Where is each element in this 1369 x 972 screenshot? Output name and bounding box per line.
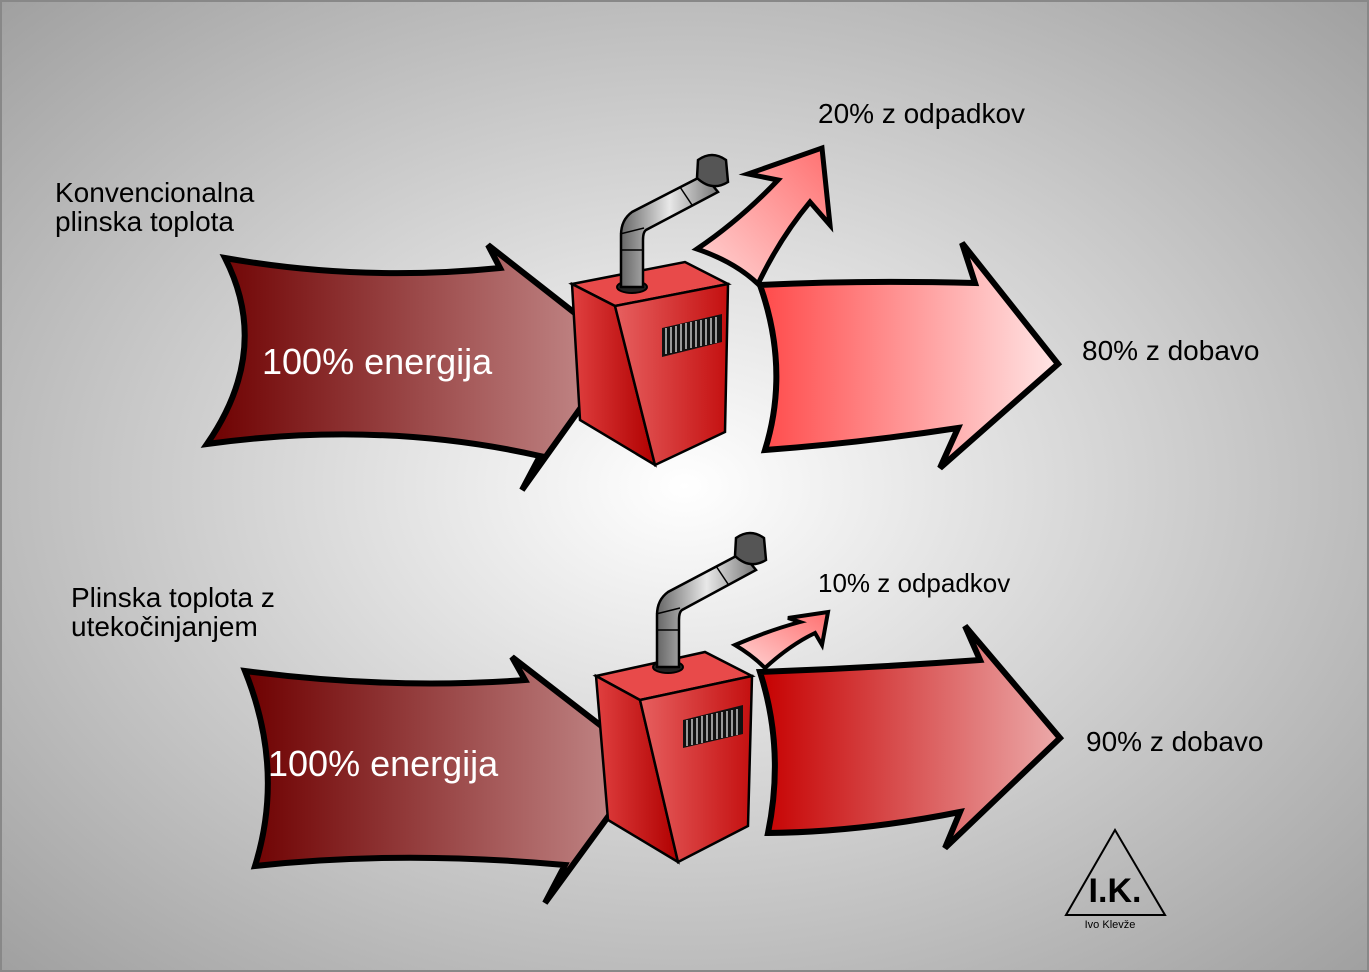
signature-initials: I.K. [1089,872,1142,910]
top-output-arrow [755,241,1063,471]
top-boiler-vent [662,314,722,357]
bottom-output-label: 90% z dobavo [1086,726,1264,757]
bottom-title-line2: utekočinjanjem [71,611,258,642]
top-flow [200,144,1063,492]
top-waste-label: 20% z odpadkov [818,98,1026,129]
bottom-boiler-vent [683,705,743,748]
bottom-waste-label: 10% z odpadkov [818,568,1011,598]
bottom-input-arrow [240,654,653,905]
top-title-line1: Konvencionalna [55,177,255,208]
top-input-label: 100% energija [262,341,493,382]
top-input-arrow [200,242,627,492]
top-waste-arrow [691,144,834,289]
bottom-boiler-chimney [652,531,768,674]
signature-logo: I.K. Ivo Klevže [1064,828,1167,931]
bottom-title-line1: Plinska toplota z [71,582,275,613]
bottom-title: Plinska toplota z utekočinjanjem [71,583,275,641]
bottom-flow [240,531,1065,905]
bottom-waste-arrow [730,609,831,671]
top-boiler-chimney [616,153,730,294]
top-output-label: 80% z dobavo [1082,335,1260,366]
signature-name: Ivo Klevže [1085,919,1136,931]
top-title: Konvencionalna plinska toplota [55,178,254,236]
top-boiler [568,153,732,468]
bottom-output-arrow [755,624,1065,851]
bottom-input-label: 100% energija [268,743,499,784]
bottom-boiler [592,531,768,865]
top-title-line2: plinska toplota [55,206,235,237]
